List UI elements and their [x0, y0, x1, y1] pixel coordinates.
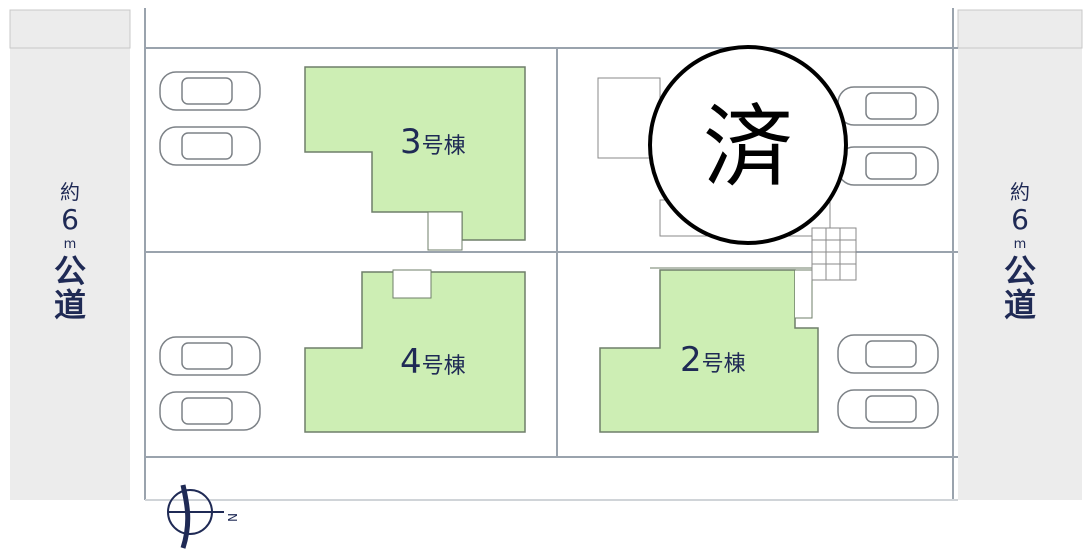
- sold-badge-text: 済: [703, 95, 793, 200]
- compass-direction: N: [225, 513, 239, 522]
- building-1-stairs: [811, 227, 857, 281]
- car-icon: [837, 86, 939, 126]
- building-2-label: 2号棟: [680, 340, 746, 380]
- car-icon: [837, 389, 939, 429]
- road-unit: m: [1013, 237, 1027, 253]
- car-icon: [159, 391, 261, 431]
- building-suffix: 号棟: [421, 354, 466, 379]
- building-suffix: 号棟: [421, 134, 466, 159]
- building-suffix: 号棟: [701, 352, 746, 377]
- building-number: 2: [680, 340, 702, 380]
- car-icon: [159, 336, 261, 376]
- car-icon: [159, 126, 261, 166]
- building-3-label: 3号棟: [400, 122, 466, 162]
- sold-badge: [648, 45, 848, 245]
- left-road-label: 約 6 m 公 道: [40, 182, 100, 322]
- north-arrow-icon: [167, 484, 224, 549]
- road-prefix: 約: [1010, 180, 1030, 204]
- building-3-entrance: [427, 211, 463, 251]
- right-road: [958, 48, 1082, 500]
- building-4-entrance: [392, 269, 432, 299]
- car-icon: [837, 334, 939, 374]
- left-road-top: [9, 9, 131, 49]
- road-name-2: 道: [1003, 285, 1036, 324]
- building-number: 3: [400, 122, 422, 162]
- right-road-label: 約 6 m 公 道: [990, 182, 1050, 322]
- road-width: 6: [61, 203, 79, 236]
- parking-cars: [159, 71, 939, 431]
- car-icon: [837, 146, 939, 186]
- building-4-label: 4号棟: [400, 342, 466, 382]
- road-name-1: 公: [53, 252, 86, 291]
- road-name-2: 道: [53, 285, 86, 324]
- road-unit: m: [63, 237, 77, 253]
- car-icon: [159, 71, 261, 111]
- road-prefix: 約: [60, 180, 80, 204]
- left-road: [10, 48, 130, 500]
- building-2-porch: [795, 269, 813, 319]
- building-4-footprint: [304, 271, 526, 433]
- road-width: 6: [1011, 203, 1029, 236]
- right-road-top: [957, 9, 1083, 49]
- road-name-1: 公: [1003, 252, 1036, 291]
- building-number: 4: [400, 342, 422, 382]
